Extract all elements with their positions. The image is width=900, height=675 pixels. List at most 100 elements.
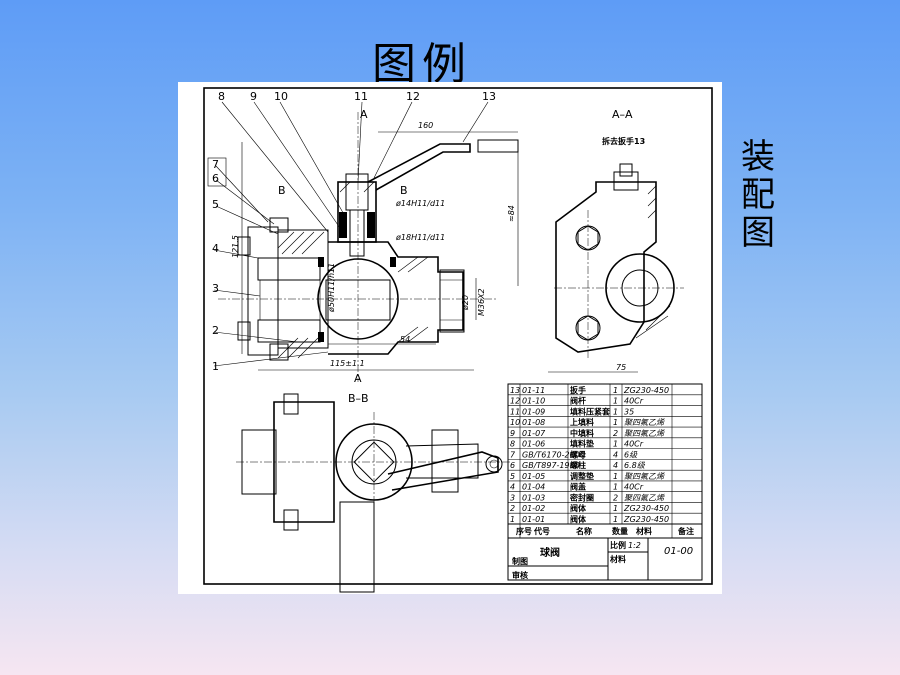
table-cell: 2 <box>510 504 515 513</box>
section-bb-title: B–B <box>348 392 369 405</box>
table-cell: 01-02 <box>522 504 545 513</box>
dim-75: 75 <box>616 363 626 372</box>
section-aa-note: 拆去扳手13 <box>602 136 645 146</box>
table-cell: 01-05 <box>522 472 545 481</box>
table-cell: 上填料 <box>570 417 594 427</box>
table-cell: 40Cr <box>624 397 644 406</box>
table-cell: 12 <box>510 397 520 406</box>
table-cell: 4 <box>510 483 515 492</box>
table-cell: 2 <box>613 493 618 502</box>
table-cell: 4 <box>613 450 618 459</box>
side-label-char-1: 装 <box>741 137 775 177</box>
dim-m36: M36X2 <box>477 288 486 316</box>
cut-a-top: A <box>360 108 368 121</box>
header-code: 代号 <box>533 526 550 536</box>
table-cell: 1 <box>510 515 515 524</box>
table-cell: 填料压紧套 <box>570 406 611 416</box>
table-cell: 1 <box>613 407 618 416</box>
dim-121-5: 121.5 <box>231 235 240 258</box>
dim-fit-50: ø50H11/h11 <box>327 263 336 313</box>
balloon-8: 8 <box>218 90 225 103</box>
checked-by-label: 审核 <box>512 570 528 580</box>
table-cell: ZG230-450 <box>623 515 669 524</box>
cut-b-left: B <box>278 184 286 197</box>
cut-a-bottom: A <box>354 372 362 385</box>
table-cell: 1 <box>613 397 618 406</box>
scale-value: 1:2 <box>628 541 641 550</box>
dim-fit-14: ø14H11/d11 <box>395 199 445 208</box>
section-bb-view <box>236 393 512 593</box>
side-label-char-3: 图 <box>741 213 775 253</box>
side-label-char-2: 配 <box>741 175 775 215</box>
section-aa-title: A–A <box>612 108 633 121</box>
table-cell: 聚四氟乙烯 <box>624 418 665 427</box>
table-cell: 1 <box>613 472 618 481</box>
scale-label: 比例 <box>610 540 626 550</box>
side-label: 装 配 图 <box>738 138 778 252</box>
section-aa-view <box>554 163 684 358</box>
balloon-7: 7 <box>212 158 219 171</box>
cut-b-right: B <box>400 184 408 197</box>
table-cell: 填料垫 <box>570 439 594 449</box>
table-cell: 01-10 <box>522 397 545 406</box>
table-cell: 40Cr <box>624 483 644 492</box>
table-cell: 01-01 <box>522 515 545 524</box>
header-no: 序号 <box>516 526 532 536</box>
table-cell: 螺柱 <box>570 460 586 470</box>
table-cell: 9 <box>510 429 515 438</box>
table-cell: 阀盖 <box>570 482 586 492</box>
table-cell: 阀体 <box>570 514 587 524</box>
table-cell: 01-09 <box>522 407 545 416</box>
table-cell: ZG230-450 <box>623 386 669 395</box>
dim-fit-18: ø18H11/d11 <box>395 233 445 242</box>
table-cell: 密封圈 <box>569 492 594 502</box>
table-cell: 螺母 <box>570 449 586 459</box>
balloon-2: 2 <box>212 324 219 337</box>
dim-84: ≈84 <box>507 205 516 222</box>
dim-20: ø20 <box>461 295 470 311</box>
table-cell: 6级 <box>624 450 638 459</box>
table-cell: 4 <box>613 461 618 470</box>
table-cell: GB/T897-1988 <box>522 461 580 470</box>
header-material: 材料 <box>636 526 652 536</box>
balloon-10: 10 <box>274 90 288 103</box>
table-cell: 01-03 <box>522 493 545 502</box>
main-view <box>218 112 519 382</box>
balloon-11: 11 <box>354 90 368 103</box>
balloon-3: 3 <box>212 282 219 295</box>
table-cell: 01-04 <box>522 483 545 492</box>
leader-lines <box>213 101 489 367</box>
table-cell: 10 <box>510 418 520 427</box>
material-label: 材料 <box>610 554 626 564</box>
drawing-name: 球阀 <box>540 546 560 559</box>
table-cell: 01-06 <box>522 440 545 449</box>
drawing-frame <box>203 87 713 585</box>
table-cell: 40Cr <box>624 440 644 449</box>
table-cell: 阀杆 <box>570 396 586 406</box>
dim-54: 54 <box>400 335 410 344</box>
assembly-drawing: 8 9 10 11 12 13 7 6 5 4 3 2 1 A A B B 16… <box>178 82 722 594</box>
table-cell: 3 <box>510 493 515 502</box>
table-cell: 聚四氟乙烯 <box>624 429 665 438</box>
table-cell: 聚四氟乙烯 <box>624 493 665 502</box>
header-remark: 备注 <box>677 526 694 536</box>
balloon-1: 1 <box>212 360 219 373</box>
table-cell: 01-08 <box>522 418 545 427</box>
table-cell: 6 <box>510 461 515 470</box>
table-cell: 中填料 <box>570 428 594 438</box>
drawn-by-label: 制图 <box>512 556 528 566</box>
header-name: 名称 <box>576 526 592 536</box>
balloon-9: 9 <box>250 90 257 103</box>
table-cell: 1 <box>613 418 618 427</box>
balloon-13: 13 <box>482 90 496 103</box>
balloon-6: 6 <box>212 172 219 185</box>
table-cell: 01-07 <box>522 429 546 438</box>
table-cell: 2 <box>613 429 618 438</box>
table-cell: 聚四氟乙烯 <box>624 472 665 481</box>
table-cell: GB/T6170-2000 <box>522 450 585 459</box>
table-cell: 5 <box>510 472 515 481</box>
header-qty: 数量 <box>612 526 628 536</box>
dim-160: 160 <box>418 121 433 130</box>
table-cell: 7 <box>510 450 516 459</box>
table-cell: ZG230-450 <box>623 504 669 513</box>
